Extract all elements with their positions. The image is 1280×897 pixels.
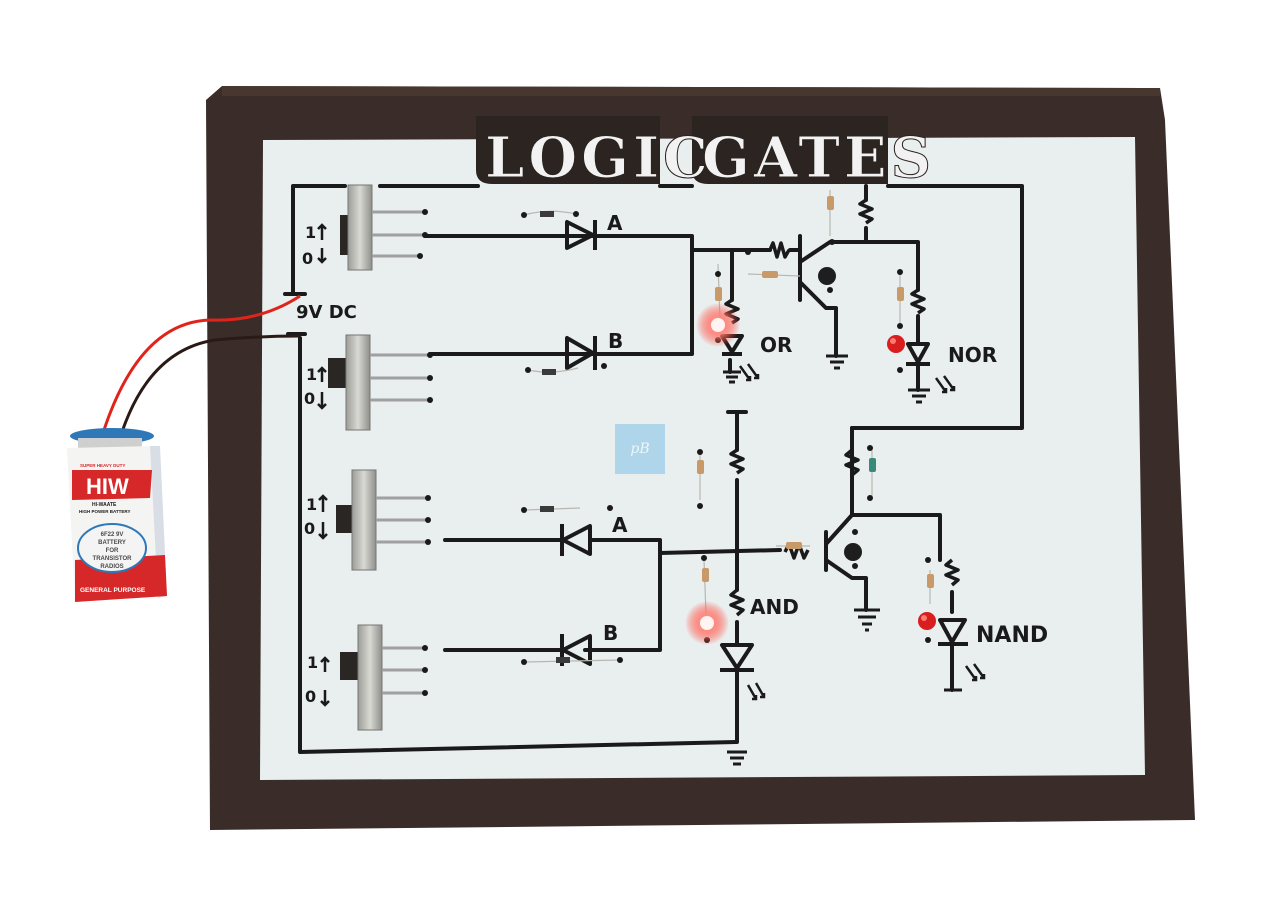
battery-desc3: FOR <box>106 548 119 554</box>
diode-and-a-label: A <box>612 513 628 537</box>
switch-3-on-label: 1 <box>306 495 317 514</box>
resistor-or-base <box>768 241 791 259</box>
battery-wires <box>102 294 301 433</box>
diode-or-b <box>565 336 597 370</box>
paper-sheet <box>260 137 1145 780</box>
switch-4-off-label: 0 <box>305 687 316 706</box>
switch-2-off-label: 0 <box>304 389 315 408</box>
title-word-logic: LOGIC <box>485 125 712 191</box>
slide-switch-2[interactable] <box>328 334 433 431</box>
switch-1-off-label: 0 <box>302 249 313 268</box>
diode-or-a-label: A <box>607 211 623 235</box>
light-arrows <box>738 363 986 701</box>
battery-brand: HIW <box>86 474 129 499</box>
battery-tagline: SUPER HEAVY DUTY <box>80 463 125 468</box>
component-labels: 9V DC A B A B OR NOR AND NAND <box>296 211 1048 648</box>
switch-labels: 1 0 1 0 1 0 1 0 <box>302 223 318 706</box>
title-word-gates: GATES <box>702 125 935 191</box>
led-nand <box>918 612 936 630</box>
battery-9v: SUPER HEAVY DUTY HIW HI-WAATE HIGH POWER… <box>67 428 167 602</box>
battery-sub2: HIGH POWER BATTERY <box>79 509 131 514</box>
red-wire <box>102 294 301 431</box>
power-label: 9V DC <box>296 302 357 323</box>
watermark-text: pB <box>630 441 650 457</box>
switch-4-on-label: 1 <box>307 653 318 672</box>
battery-desc5: RADIOS <box>100 564 123 570</box>
black-wire <box>120 334 301 433</box>
diode-and-a <box>560 524 592 556</box>
led-symbol-nand <box>938 618 968 646</box>
led-symbol-nor <box>906 342 930 366</box>
ground-or <box>723 370 741 384</box>
watermark-logo: pB <box>615 424 665 474</box>
resistor-nor-load <box>910 288 926 315</box>
battery-desc4: TRANSISTOR <box>93 556 133 562</box>
battery-desc1: 6F22 9V <box>101 532 124 538</box>
transistors <box>818 267 862 561</box>
battery-sub1: HI-WAATE <box>92 502 117 508</box>
resistor-nand-collector <box>844 448 860 477</box>
resistor-and-load <box>729 588 745 617</box>
diode-or-b-label: B <box>608 329 623 353</box>
gate-label-and: AND <box>750 595 799 619</box>
ground-nand-tr <box>854 608 880 632</box>
led-and <box>685 601 729 645</box>
resistor-and-pullup <box>729 448 745 475</box>
led-or <box>696 303 740 347</box>
switch-3-off-label: 0 <box>304 519 315 538</box>
gate-label-nand: NAND <box>976 623 1048 648</box>
led-symbol-and <box>720 643 754 672</box>
resistor-nand-load <box>944 558 960 587</box>
resistor-nor-collector <box>858 198 874 225</box>
slide-switch-3[interactable] <box>336 469 431 571</box>
slide-switch-4[interactable] <box>340 624 428 731</box>
ground-nor <box>908 388 930 404</box>
diode-or-a <box>565 220 597 250</box>
battery-desc2: BATTERY <box>98 540 126 546</box>
ground-symbols <box>723 354 962 766</box>
ground-nor-tr <box>826 354 848 370</box>
switch-2-on-label: 1 <box>306 365 317 384</box>
title-banner: LOGIC GATES <box>476 116 935 192</box>
circuit-wiring <box>283 184 1024 754</box>
ground-main <box>727 750 747 766</box>
gate-label-nor: NOR <box>948 343 997 367</box>
physical-components <box>521 190 934 665</box>
led-nor <box>887 335 905 353</box>
switch-arrows <box>317 223 330 707</box>
diode-and-b-label: B <box>603 621 618 645</box>
battery-footer: GENERAL PURPOSE <box>80 587 146 594</box>
switch-1-on-label: 1 <box>305 223 316 242</box>
gate-label-or: OR <box>760 333 792 357</box>
slide-switch-1[interactable] <box>340 184 428 271</box>
